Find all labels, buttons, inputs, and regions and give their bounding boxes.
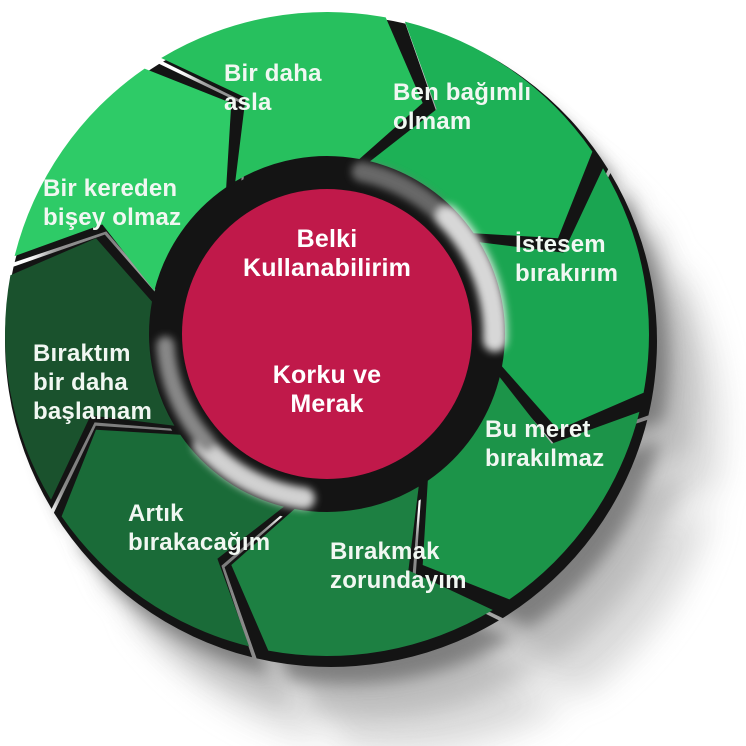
segment-istesem-birakirim bbox=[479, 168, 649, 430]
swoosh-highlight-1 bbox=[435, 205, 507, 352]
segment-bir-kereden-bisey-olmaz bbox=[14, 68, 232, 291]
segment-bir-daha-asla bbox=[161, 12, 423, 182]
segment-bu-meret-birakilmaz bbox=[422, 377, 640, 600]
segment-artik-birakacagim bbox=[61, 429, 284, 647]
swoosh-highlight-2 bbox=[192, 434, 315, 510]
center-circle bbox=[182, 189, 472, 479]
segment-birakmak-zorundayim bbox=[231, 486, 493, 656]
segments-layer bbox=[5, 12, 649, 656]
segment-biraktim-bir-daha-baslamam bbox=[5, 238, 175, 500]
inner-highlight-layer bbox=[156, 161, 507, 510]
swoosh-highlight-3 bbox=[156, 336, 216, 452]
segment-ben-bagimli-olmam bbox=[370, 21, 593, 239]
